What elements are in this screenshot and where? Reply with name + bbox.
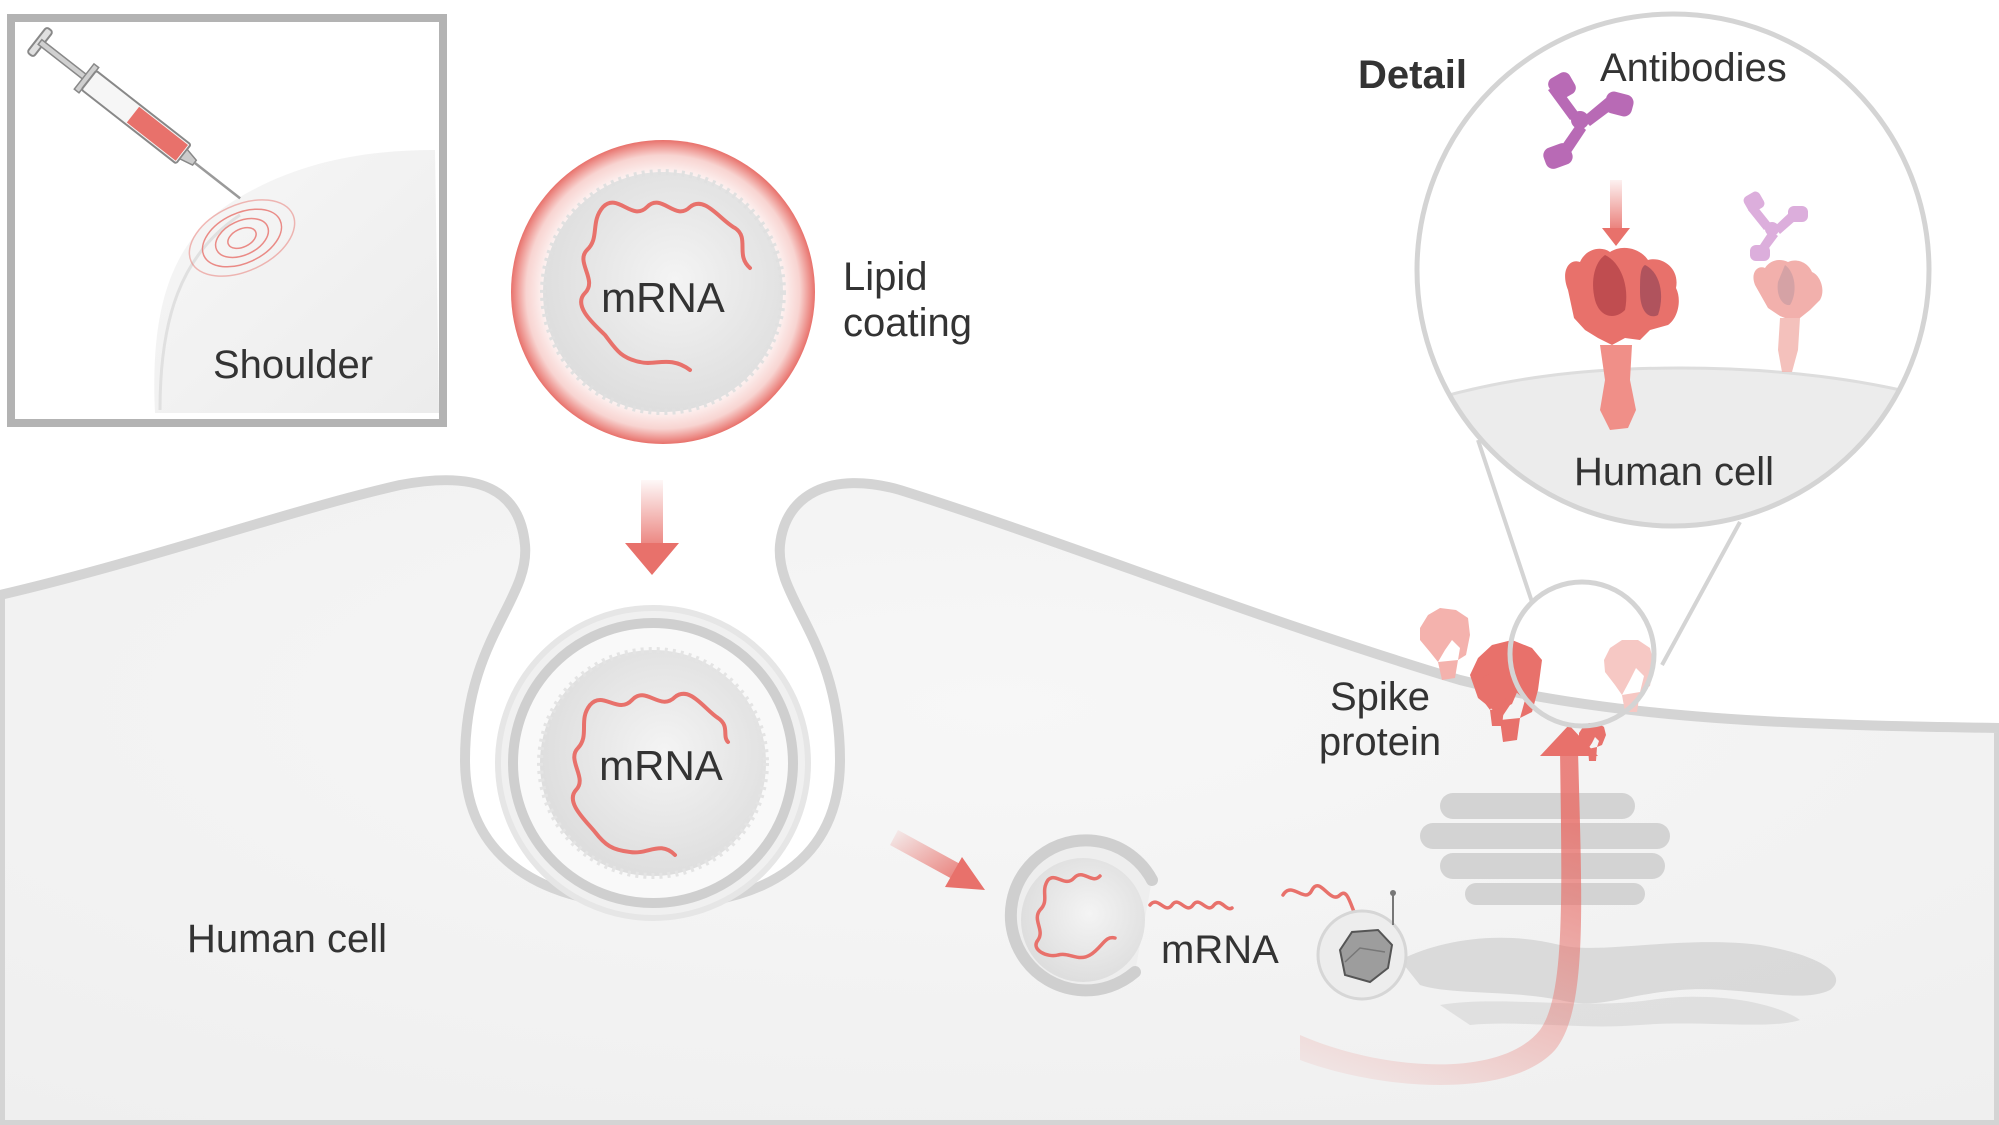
mrna-strand bbox=[579, 200, 752, 372]
translation-arrow bbox=[1300, 750, 1582, 1085]
opening-vesicle: mRNA bbox=[1004, 834, 1279, 997]
lipid-nanoparticle: mRNA bbox=[511, 140, 815, 444]
spike-protein-icon bbox=[1420, 608, 1470, 680]
shoulder-label: Shoulder bbox=[213, 343, 373, 387]
syringe-icon bbox=[27, 27, 241, 200]
spike-protein-detail-icon bbox=[1565, 247, 1679, 430]
lipid-coating-label-line1: Lipid bbox=[843, 255, 928, 299]
spike-protein-cytoplasm-icon bbox=[1579, 723, 1606, 761]
spike-protein-detail-icon bbox=[1753, 260, 1823, 372]
spike-protein-icon bbox=[1604, 640, 1654, 712]
endoplasmic-reticulum bbox=[1400, 793, 1837, 1027]
detail-circle: Antibodies Human cell bbox=[1414, 11, 1932, 529]
antibody-icon bbox=[1743, 191, 1808, 261]
zoom-circle bbox=[1507, 579, 1657, 729]
mrna-vaccine-label: mRNA bbox=[601, 274, 725, 321]
detail-human-cell-label: Human cell bbox=[1574, 450, 1774, 494]
human-cell-body bbox=[0, 475, 1999, 1125]
detail-title: Detail bbox=[1358, 53, 1467, 97]
human-cell-label: Human cell bbox=[187, 917, 387, 961]
antibody-icon bbox=[1543, 72, 1634, 169]
endosome: mRNA bbox=[495, 605, 811, 921]
release-arrow bbox=[890, 830, 985, 890]
spike-protein-cytoplasm-icon bbox=[1476, 672, 1518, 726]
injection-site-icon bbox=[188, 199, 296, 277]
ribosome-icon bbox=[1281, 884, 1408, 1001]
translation-arrowhead bbox=[1540, 725, 1598, 756]
spike-protein-label-line1: Spike bbox=[1330, 675, 1430, 719]
spike-protein-label-line2: protein bbox=[1319, 720, 1441, 764]
injection-inset: Shoulder bbox=[7, 14, 447, 427]
binding-arrow bbox=[1610, 180, 1622, 230]
zoom-connector bbox=[1476, 439, 1742, 666]
mrna-strand bbox=[1034, 873, 1117, 960]
antibodies-label: Antibodies bbox=[1600, 46, 1787, 90]
uptake-arrow bbox=[625, 480, 679, 575]
lipid-coating-label-line2: coating bbox=[843, 301, 972, 345]
mrna-strand-free bbox=[1148, 900, 1234, 911]
mrna-released-label: mRNA bbox=[1161, 928, 1279, 972]
mrna-strand bbox=[570, 692, 730, 857]
mrna-endosome-label: mRNA bbox=[599, 742, 723, 789]
binding-arrowhead bbox=[1602, 228, 1630, 246]
